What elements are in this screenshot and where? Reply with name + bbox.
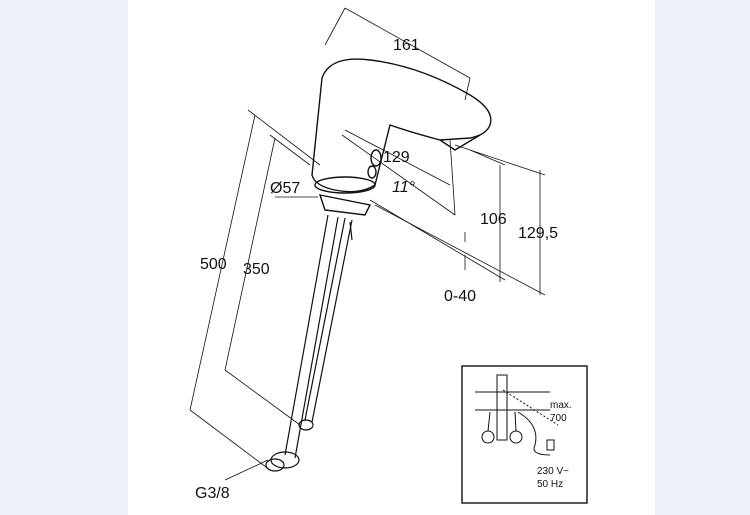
dim-angle: 11° <box>392 179 416 196</box>
faucet-body <box>311 58 492 216</box>
dim-161: 161 <box>393 37 420 54</box>
dim-106: 106 <box>480 211 507 228</box>
supply-hoses <box>265 214 353 472</box>
dim-g3-8: G3/8 <box>195 485 230 502</box>
dim-129-5: 129,5 <box>518 225 558 242</box>
inset-max-value: 700 <box>550 413 567 424</box>
dim-500: 500 <box>200 256 227 273</box>
dim-0-40: 0-40 <box>444 288 476 305</box>
dim-129: 129 <box>383 149 410 166</box>
dim-diameter: Ø57 <box>270 180 300 197</box>
dim-350: 350 <box>243 261 270 278</box>
dimension-lines <box>189 7 546 481</box>
inset-frequency: 50 Hz <box>537 479 563 490</box>
installation-inset <box>461 365 588 504</box>
inset-voltage: 230 V~ <box>537 466 569 477</box>
inset-max-label: max. <box>550 400 572 411</box>
